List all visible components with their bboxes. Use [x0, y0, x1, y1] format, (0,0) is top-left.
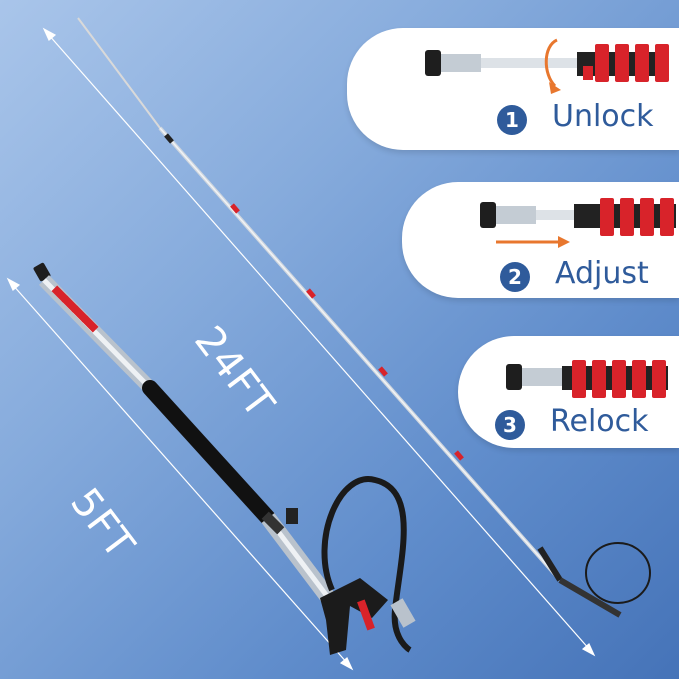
retracted-pole: [33, 262, 416, 655]
clamp-unlock-illustration: [425, 38, 669, 94]
dimension-line-24ft: [42, 27, 596, 657]
extended-pole: [77, 17, 651, 618]
step-number-badge: 3: [495, 410, 525, 440]
step-number-badge: 2: [500, 262, 530, 292]
step-card-unlock: 1 Unlock: [347, 28, 679, 150]
clamp-adjust-illustration: [480, 198, 676, 248]
step-number-badge: 1: [497, 105, 527, 135]
step-label: Relock: [550, 404, 649, 439]
clamp-relock-illustration: [506, 360, 668, 398]
step-card-adjust: 2 Adjust: [402, 182, 679, 298]
dimension-line-5ft: [6, 277, 354, 671]
step-card-relock: 3 Relock: [458, 336, 679, 448]
step-label: Unlock: [552, 99, 654, 134]
step-label: Adjust: [555, 256, 649, 291]
